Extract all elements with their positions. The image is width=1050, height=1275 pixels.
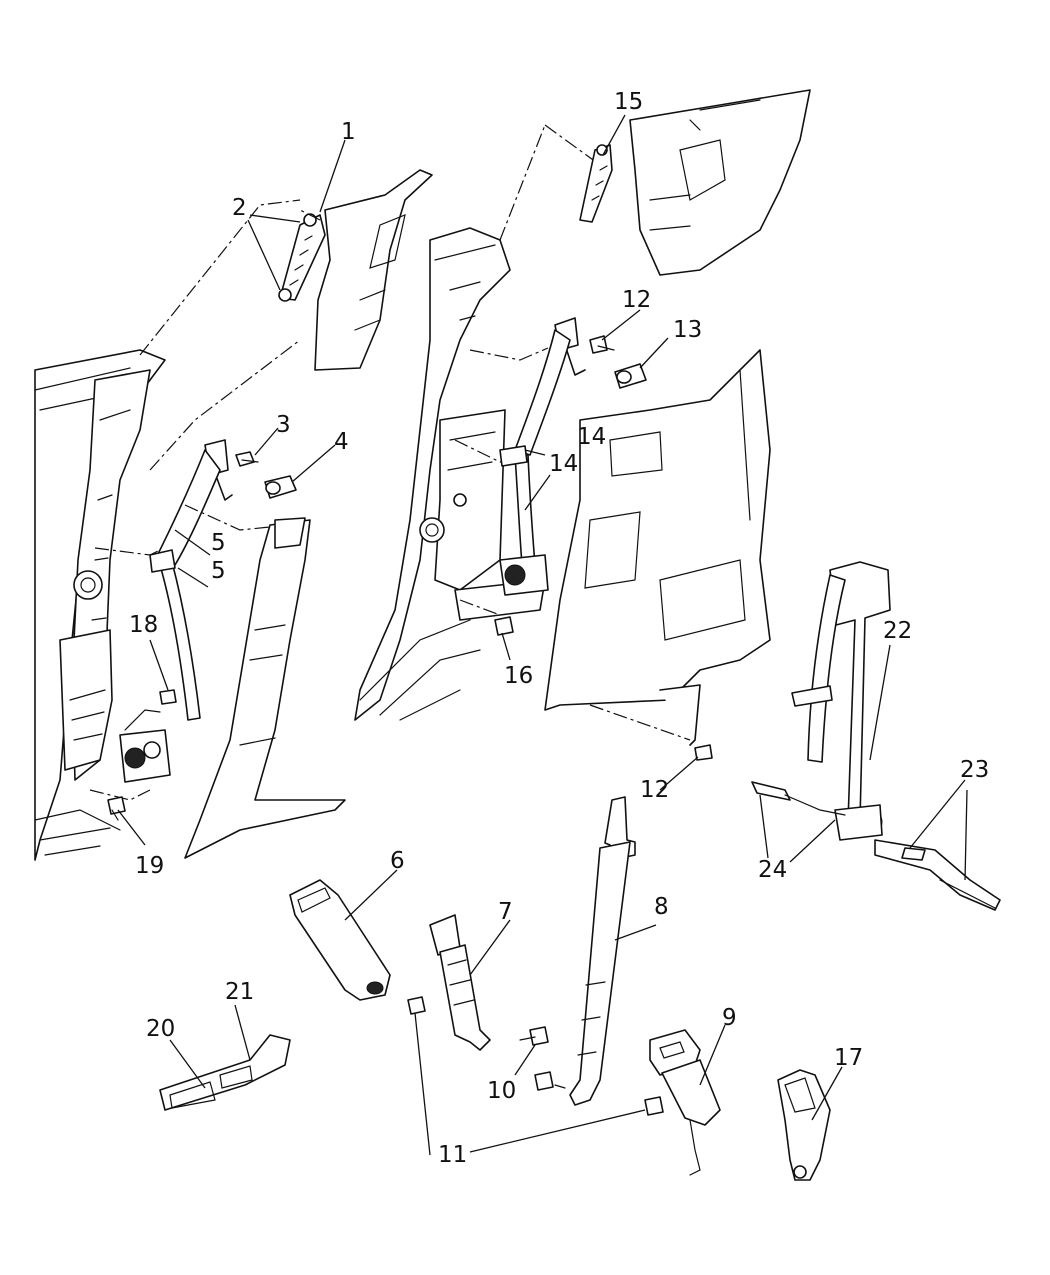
callout-6: 6	[390, 848, 405, 874]
part-12-bolt-upper	[589, 335, 615, 354]
callout-22: 22	[883, 618, 912, 644]
part-24-buckle-harness	[751, 781, 846, 816]
center-upper-trim-panel	[629, 89, 811, 276]
part-3-bolt	[235, 451, 259, 467]
callout-21: 21	[225, 979, 254, 1005]
callout-14b: 14	[549, 451, 578, 477]
leader-lines	[117, 114, 968, 1156]
part-20-21-buckle-bracket	[159, 1034, 291, 1111]
left-b-pillar-lower-trim	[184, 517, 346, 859]
part-1-height-adjuster	[278, 213, 326, 302]
part-11-bolts	[407, 996, 664, 1116]
callout-12-upper: 12	[622, 287, 651, 313]
part-18-bolt	[159, 689, 177, 705]
callout-2: 2	[232, 195, 247, 221]
part-8-buckle-strap	[569, 796, 636, 1106]
part-6-buckle-cover	[289, 879, 391, 1001]
callout-5a: 5	[211, 530, 226, 556]
part-10-bolts	[519, 1026, 566, 1091]
callout-5b: 5	[211, 558, 226, 584]
part-7-center-buckle	[429, 914, 491, 1051]
callout-15: 15	[614, 89, 643, 115]
callout-16: 16	[504, 663, 533, 689]
callout-18: 18	[129, 612, 158, 638]
callout-labels: 1 2 3 4 5 5 6 7 8 9 10 11 12 12 13 14 14…	[129, 89, 989, 1168]
callout-13: 13	[673, 317, 702, 343]
left-pillar-assembly	[34, 199, 301, 861]
part-23-buckle-stalk	[874, 839, 1001, 911]
callout-8: 8	[654, 894, 669, 920]
part-16-bolt	[494, 616, 514, 636]
callout-20: 20	[146, 1016, 175, 1042]
part-15-height-adjuster	[579, 144, 613, 223]
part-19-bolt	[107, 796, 126, 821]
callout-7: 7	[498, 899, 513, 925]
callout-19: 19	[135, 853, 164, 879]
part-9-outboard-buckle	[649, 1029, 721, 1176]
callout-11: 11	[438, 1142, 467, 1168]
callout-24: 24	[758, 857, 787, 883]
part-5-front-shoulder-belt	[149, 439, 291, 721]
part-13-d-ring-cover	[614, 363, 647, 389]
part-12-bolt-lower	[694, 744, 713, 761]
callout-9: 9	[722, 1005, 737, 1031]
part-17-buckle-strap	[777, 1069, 831, 1181]
callout-14a: 14	[577, 424, 606, 450]
part-22-rear-seat-belt-assembly	[791, 561, 891, 841]
callout-1: 1	[341, 119, 356, 145]
center-lower-quarter-trim	[544, 349, 771, 746]
callout-23: 23	[960, 757, 989, 783]
callout-12-lower: 12	[640, 777, 669, 803]
part-4-d-ring-cover	[264, 475, 297, 499]
left-upper-trim-panel	[299, 169, 433, 371]
callout-3: 3	[276, 412, 291, 438]
callout-10: 10	[487, 1078, 516, 1104]
callout-17: 17	[834, 1045, 863, 1071]
callout-4: 4	[334, 429, 349, 455]
